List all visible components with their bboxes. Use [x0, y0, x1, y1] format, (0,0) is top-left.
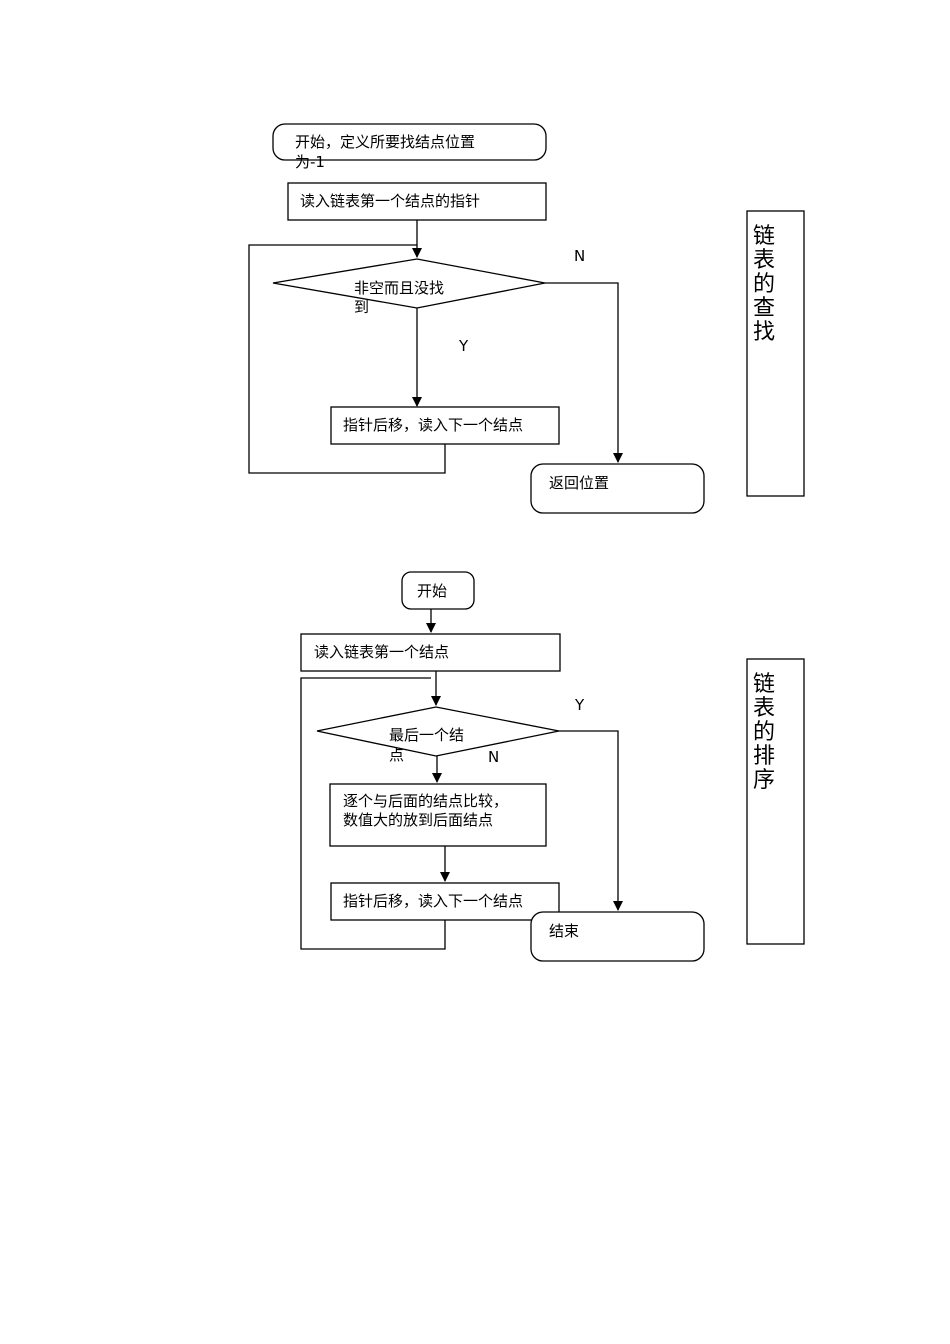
search-condition-text-2: 到: [354, 298, 369, 316]
sort-flowchart: 开始 读入链表第一个结点 最后一个结 点 Y N 逐个与后面的结点比较， 数值大…: [300, 571, 805, 962]
search-label-y: Y: [458, 337, 469, 355]
sort-label-y: Y: [574, 696, 585, 714]
search-start-text-2: 为-1: [295, 153, 325, 171]
search-flowchart: 开始，定义所要找结点位置 为-1 读入链表第一个结点的指针 非空而且没找 到 N…: [248, 123, 805, 514]
sort-label-n: N: [488, 748, 499, 766]
search-move-next-text: 指针后移，读入下一个结点: [343, 416, 523, 434]
sort-read-first-text: 读入链表第一个结点: [314, 643, 449, 661]
sort-compare-text-1: 逐个与后面的结点比较，: [343, 792, 508, 810]
search-label-n: N: [574, 247, 585, 265]
sort-side-char-3: 的: [753, 720, 775, 745]
sort-end-text: 结束: [549, 922, 579, 940]
search-read-first-text: 读入链表第一个结点的指针: [300, 192, 480, 210]
sort-start-node: 开始: [401, 571, 475, 610]
search-return-text: 返回位置: [549, 474, 609, 492]
sort-side-title: 链 表 的 排 序: [746, 658, 805, 945]
sort-end-node: 结束: [530, 911, 705, 962]
search-side-char-3: 的: [753, 272, 775, 297]
sort-condition-text-2: 点: [389, 746, 404, 764]
search-arrow-no: [545, 282, 623, 463]
search-move-next-node: 指针后移，读入下一个结点: [330, 406, 560, 445]
search-start-node: 开始，定义所要找结点位置 为-1: [272, 123, 547, 171]
search-condition-text-1: 非空而且没找: [354, 279, 444, 297]
search-return-node: 返回位置: [530, 463, 705, 514]
search-side-title: 链 表 的 查 找: [746, 210, 805, 497]
sort-move-next-text: 指针后移，读入下一个结点: [343, 892, 523, 910]
sort-read-first-node: 读入链表第一个结点: [300, 633, 561, 672]
search-condition-node: 非空而且没找 到: [272, 258, 546, 316]
sort-condition-node: 最后一个结 点: [316, 706, 560, 764]
search-start-text-1: 开始，定义所要找结点位置: [295, 133, 475, 151]
search-side-char-4: 查: [753, 296, 775, 321]
sort-compare-node: 逐个与后面的结点比较， 数值大的放到后面结点: [329, 783, 547, 847]
sort-compare-text-2: 数值大的放到后面结点: [343, 811, 493, 829]
sort-start-text: 开始: [417, 582, 447, 600]
sort-side-char-2: 表: [753, 696, 775, 721]
search-read-first-node: 读入链表第一个结点的指针: [287, 182, 547, 221]
sort-condition-text-1: 最后一个结: [389, 726, 464, 744]
search-side-char-5: 找: [753, 320, 775, 345]
sort-move-next-node: 指针后移，读入下一个结点: [330, 882, 560, 921]
search-loop-line: [248, 244, 446, 474]
search-side-char-1: 链: [753, 224, 775, 249]
sort-side-char-1: 链: [753, 672, 775, 697]
sort-side-char-4: 排: [753, 744, 775, 769]
sort-side-char-5: 序: [753, 768, 775, 793]
sort-loop-line: [300, 677, 446, 950]
search-side-char-2: 表: [753, 248, 775, 273]
sort-arrow-yes: [559, 730, 623, 911]
